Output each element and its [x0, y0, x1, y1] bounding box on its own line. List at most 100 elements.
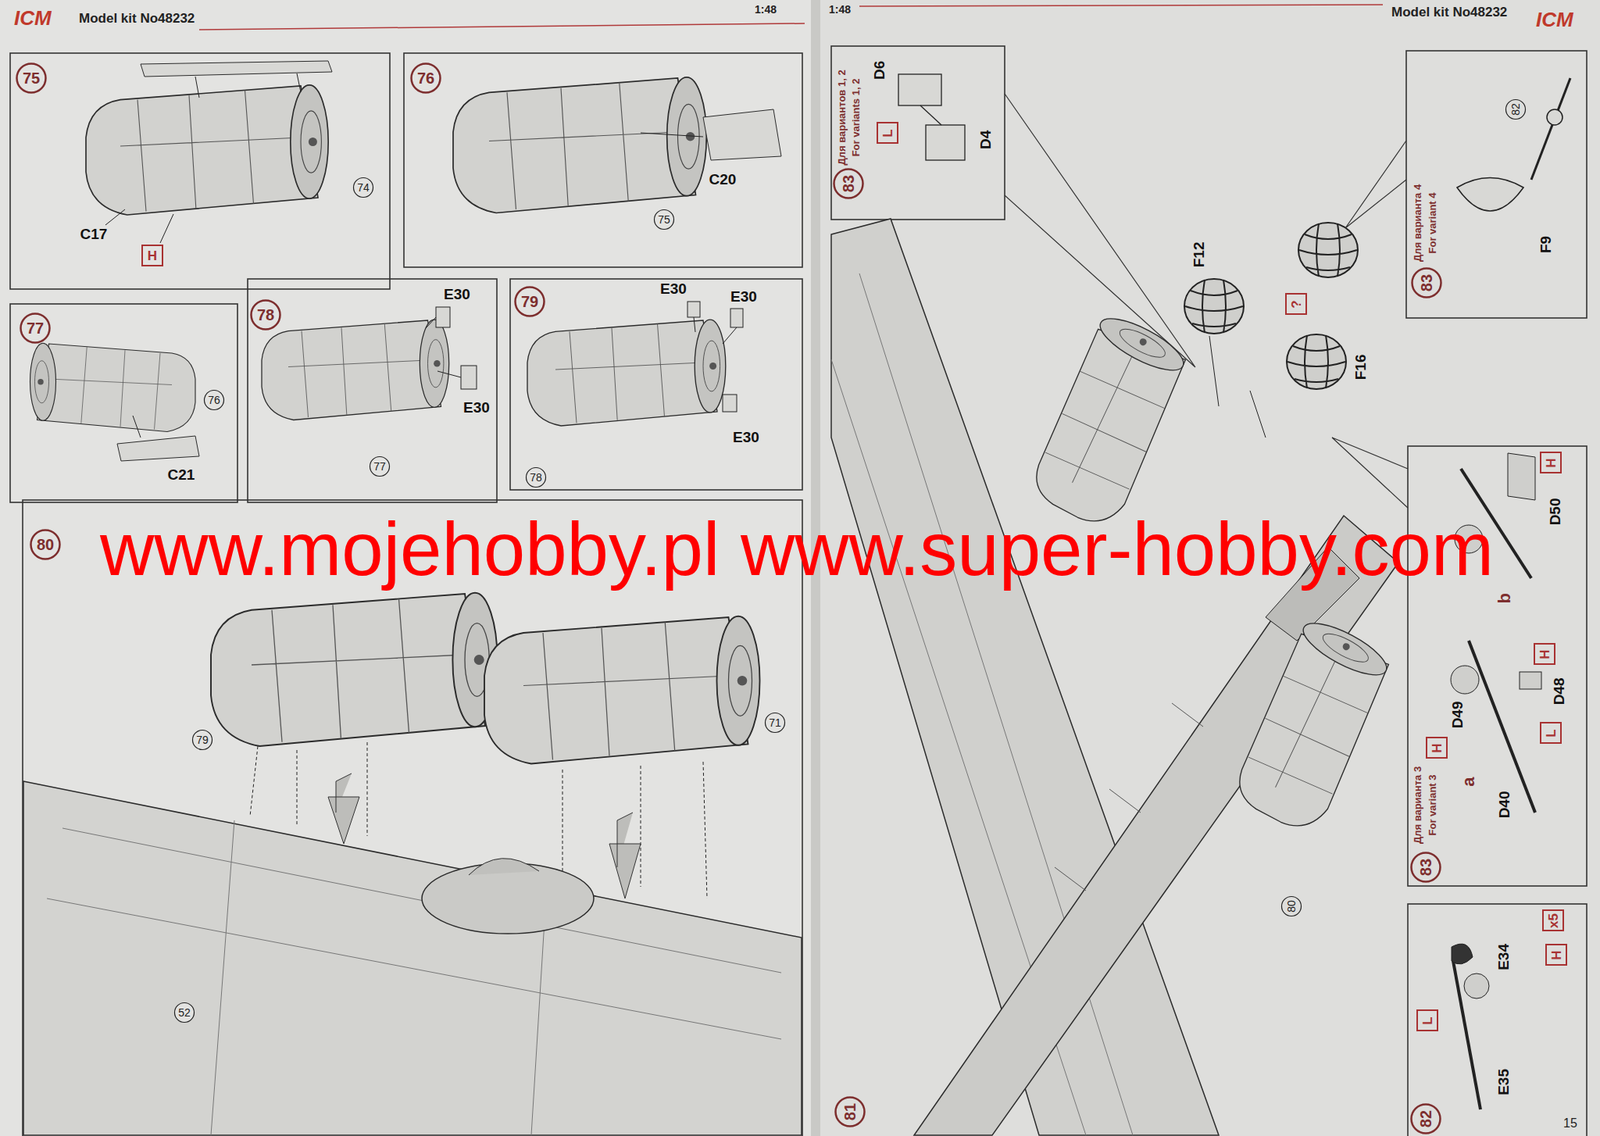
paint-box — [142, 245, 163, 266]
step-frame — [10, 53, 390, 290]
step-80-art — [328, 773, 360, 844]
node-label: 83 — [1418, 274, 1435, 292]
step-76-art — [453, 77, 782, 214]
paint-box — [1540, 452, 1561, 473]
node-label: 71 — [768, 717, 782, 729]
step-77-art — [30, 342, 200, 461]
step-76-art — [453, 77, 707, 214]
callout-leader — [1332, 437, 1408, 508]
turret-dish — [1457, 178, 1524, 212]
step-78-art — [261, 319, 450, 420]
paint-code: ? — [1285, 292, 1308, 315]
variant-note: Для варианта 3 — [1412, 765, 1425, 843]
node-label: L — [880, 128, 894, 137]
header-rule — [199, 23, 805, 30]
node-label: 83 — [840, 175, 857, 193]
callout-leader — [1345, 140, 1407, 229]
step-78-art — [435, 307, 450, 328]
step-78-art — [261, 307, 477, 421]
subassembly-ref: 78 — [525, 466, 547, 489]
node-label: 80 — [36, 536, 54, 553]
machine-gun — [1507, 453, 1536, 500]
node-label: 82 — [1417, 1110, 1434, 1128]
step-number: 82 — [1410, 1103, 1442, 1135]
paint-code: H — [1539, 451, 1562, 474]
step-81-art — [1217, 613, 1405, 839]
paint-box — [1285, 293, 1307, 315]
number-circle — [765, 713, 786, 733]
step-81-art — [831, 218, 1405, 1136]
part-number: E30 — [443, 285, 471, 304]
part-number: E30 — [660, 280, 687, 298]
paint-box — [1540, 722, 1561, 743]
node-label: x5 — [1546, 913, 1560, 929]
subassembly-ref: 82 — [1504, 98, 1527, 121]
node-label: 76 — [207, 394, 221, 406]
step-77-art — [117, 435, 200, 461]
node-label: 76 — [417, 70, 435, 86]
subassembly-ref: 77 — [368, 455, 391, 478]
part-number: D50 — [1546, 497, 1564, 525]
subassembly-ref: 79 — [191, 728, 214, 751]
node-label: 75 — [22, 70, 40, 86]
step-80-art — [562, 761, 708, 899]
step-number: 83 — [1410, 851, 1442, 883]
step-76-art — [640, 132, 704, 137]
part-number: C21 — [167, 466, 196, 484]
number-circle — [1506, 100, 1526, 120]
step-79-art — [693, 317, 737, 344]
turret-part — [898, 74, 965, 161]
step-frame — [1406, 50, 1587, 318]
step-frame — [831, 46, 1005, 220]
part-number: F16 — [1352, 354, 1370, 381]
subassembly-ref: 52 — [173, 1001, 196, 1024]
step-76-art — [703, 109, 782, 161]
number-circle — [251, 300, 281, 330]
number-circle — [17, 64, 47, 93]
machine-gun — [1450, 665, 1479, 694]
step-80-art — [484, 616, 761, 765]
callout-leader — [1004, 93, 1408, 508]
step-frame — [403, 53, 803, 268]
step-78-art — [460, 365, 477, 390]
step-77-art — [132, 415, 141, 438]
step-number: 79 — [514, 285, 546, 318]
paint-code: H — [141, 244, 164, 267]
kit-number: Model kit No48232 — [1391, 4, 1508, 21]
variant-note: For variant 4 — [1427, 192, 1440, 254]
step-number: 83 — [1410, 267, 1443, 299]
step-75-art — [160, 214, 174, 243]
node-label: 77 — [26, 320, 44, 336]
step-79-art — [527, 301, 743, 426]
node-label: 79 — [521, 293, 539, 310]
scale-mark: 1:48 — [754, 3, 777, 16]
number-circle — [411, 64, 441, 93]
step-number: 76 — [410, 62, 442, 94]
node-label: 79 — [196, 734, 209, 746]
paint-code: L — [1539, 721, 1562, 744]
node-label: H — [147, 249, 158, 263]
node-label: 80 — [1285, 900, 1297, 913]
number-circle — [835, 1097, 865, 1127]
step-frame — [10, 46, 1587, 1136]
step-75-art — [140, 60, 333, 77]
turret-part — [920, 105, 942, 125]
number-circle — [204, 390, 225, 411]
part-number: D4 — [977, 130, 995, 150]
subassembly-ref: 76 — [203, 389, 225, 411]
subassembly-ref: 74 — [352, 176, 375, 199]
step-number: 77 — [19, 312, 51, 344]
machine-gun — [1451, 943, 1490, 1110]
step-81-art — [1184, 278, 1244, 334]
variant-note: For variant 3 — [1427, 774, 1440, 836]
paint-code: H — [1545, 943, 1568, 966]
callout-leader — [1004, 93, 1196, 368]
number-circle — [1412, 268, 1442, 298]
paint-box — [1546, 944, 1567, 965]
part-number: F9 — [1537, 235, 1555, 254]
step-frame — [22, 500, 803, 1136]
step-79-art — [687, 301, 700, 318]
watermark: www.mojehobby.pl www.super-hobby.com — [100, 506, 1494, 593]
step-80-art — [210, 592, 498, 747]
step-81-art — [1209, 335, 1266, 438]
